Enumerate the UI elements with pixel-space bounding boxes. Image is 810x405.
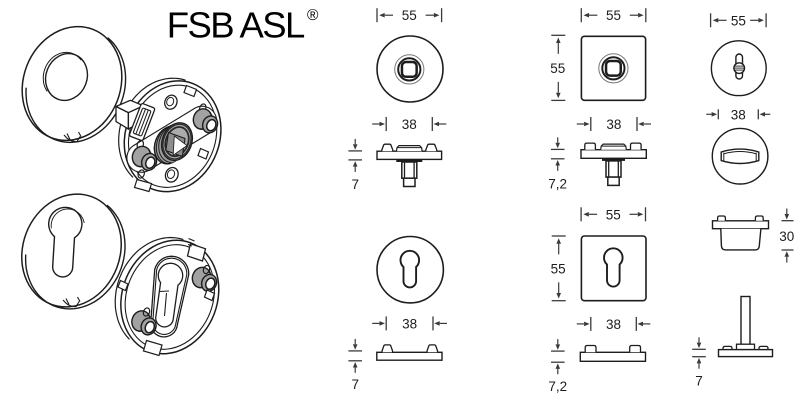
svg-text:7: 7 [695,374,703,389]
svg-text:55: 55 [606,8,621,23]
svg-text:38: 38 [402,117,417,132]
svg-text:38: 38 [606,317,621,332]
svg-text:55: 55 [402,8,417,23]
svg-text:FSB ASL: FSB ASL [167,5,305,46]
svg-text:7: 7 [351,177,359,192]
svg-text:®: ® [307,7,319,24]
svg-text:30: 30 [779,229,794,244]
svg-text:55: 55 [551,261,566,276]
svg-text:55: 55 [550,61,565,76]
svg-text:55: 55 [606,207,621,222]
svg-text:55: 55 [731,13,746,28]
svg-text:38: 38 [402,316,417,331]
svg-text:38: 38 [731,107,746,122]
svg-text:7: 7 [351,377,359,392]
svg-text:7,2: 7,2 [548,176,567,191]
svg-text:38: 38 [606,117,621,132]
svg-text:7,2: 7,2 [548,379,567,394]
